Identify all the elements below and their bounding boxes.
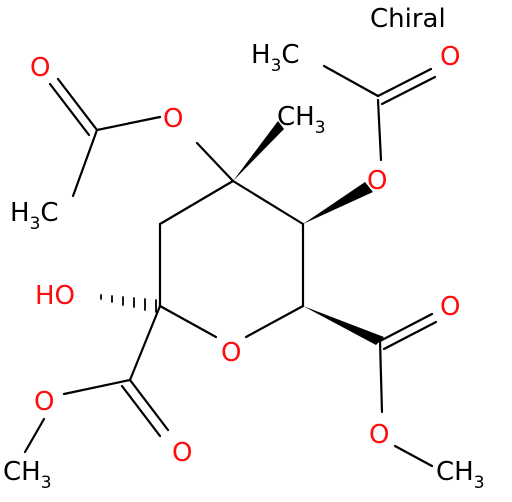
bond-ester-right-ch3: [393, 444, 434, 468]
bond-c6-ester-left-c: [128, 304, 162, 382]
wedge-c2-ester-right: [303, 306, 384, 345]
methyl-label: CH3: [3, 457, 52, 493]
bond-c3-c4: [231, 179, 305, 226]
methyl-label: CH3: [277, 102, 326, 138]
bond-oac-right-carbonylC: [376, 98, 383, 162]
bond-ester-left-co-2: [120, 384, 162, 438]
bond-c4-oac-left: [195, 141, 235, 183]
methyl-label: H3C: [251, 40, 300, 76]
oxygen-label: O: [440, 42, 460, 72]
oxygen-label: O: [172, 438, 192, 468]
oxygen-label: O: [369, 420, 389, 450]
bond-ester-right-co-1: [378, 312, 434, 343]
oxygen-label: O: [30, 53, 50, 83]
oxygen-label: O: [34, 387, 54, 417]
methyl-label: H3C: [10, 198, 59, 234]
bond-acetyl-right-ch3: [322, 64, 380, 98]
bond-acetyl-right-co-2: [380, 75, 437, 106]
hydroxyl-label: HO: [35, 281, 75, 311]
ring-oxygen-label: O: [221, 338, 241, 368]
bond-acetyl-left-co-2: [48, 82, 91, 137]
bond-ester-left-co-1: [128, 378, 170, 432]
bond-ester-right-osingle: [378, 339, 384, 414]
wedge-c3-oac-right: [303, 182, 373, 224]
oxygen-label: O: [367, 166, 387, 196]
bond-acetyl-right-co-1: [376, 67, 433, 98]
bond-ester-right-co-2: [382, 320, 438, 351]
bond-acetyl-left-ch3: [71, 128, 99, 198]
chiral-label: Chiral: [370, 4, 446, 34]
bond-layer: [23, 64, 438, 468]
bond-ester-left-ch3: [23, 417, 46, 454]
wedge-c4-methyl: [233, 121, 284, 181]
oxygen-label: O: [440, 292, 460, 322]
hash-c6-oh: [100, 294, 157, 313]
bond-oring-c2: [244, 304, 305, 339]
bond-ester-left-osingle: [62, 378, 132, 396]
bond-c4-c5: [158, 179, 235, 226]
bond-c6-oring: [158, 304, 218, 339]
bond-acetyl-left-co-1: [56, 77, 99, 132]
methyl-label: CH3: [436, 457, 485, 493]
bond-oac-left-carbonylC: [95, 115, 162, 132]
oxygen-label: O: [163, 104, 183, 134]
